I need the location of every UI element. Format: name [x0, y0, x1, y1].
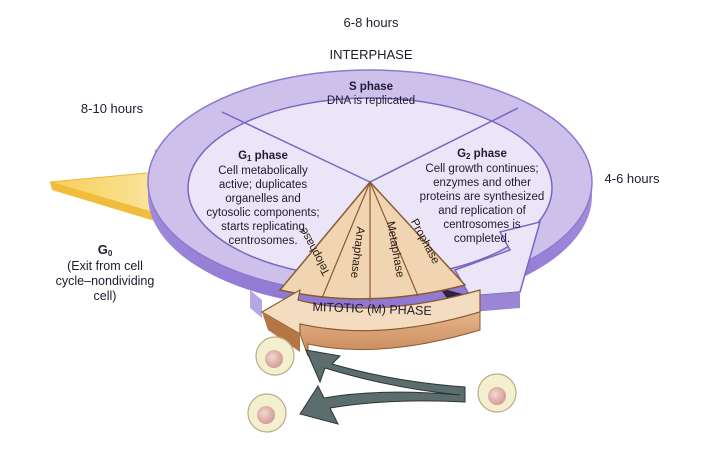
g2-line: Cell growth continues;: [425, 163, 538, 175]
g0-title: G0: [98, 242, 113, 258]
g1-line: starts replicating: [221, 221, 305, 233]
s-phase-line: DNA is replicated: [327, 95, 415, 107]
g2-line: enzymes and other: [433, 177, 531, 189]
g1-line: centrosomes.: [228, 235, 297, 247]
s-g2-divider: [369, 107, 519, 183]
g2-line: proteins are synthesized: [420, 191, 545, 203]
mitotic-wedge: [278, 180, 467, 302]
g1-line: active; duplicates: [219, 179, 307, 191]
s-phase-duration: 6-8 hours: [344, 15, 399, 30]
g1-phase-title: G1 phase: [238, 150, 288, 163]
g2-line: and replication of: [438, 205, 526, 217]
cycle-tail: [250, 290, 262, 318]
g0-line: (Exit from cell: [67, 259, 143, 273]
g1-phase-description: Cell metabolically active; duplicates or…: [206, 165, 319, 247]
g2-phase-description: Cell growth continues; enzymes and other…: [420, 163, 545, 245]
daughter-cell-2: [247, 393, 287, 433]
g1-line: cytosolic components;: [206, 207, 319, 219]
split-arrow: [299, 349, 466, 425]
daughter-cell-1: [255, 336, 295, 376]
interphase-label: INTERPHASE: [329, 47, 412, 62]
cell-division-illustration: [247, 336, 517, 433]
s-phase-title: S phase: [349, 81, 393, 93]
g2-phase-duration: 4-6 hours: [605, 171, 660, 186]
g2-line: completed.: [454, 233, 510, 245]
g2-phase-title: G2 phase: [457, 148, 507, 161]
mitotic-phase-label: MITOTIC (M) PHASE: [312, 300, 432, 318]
parent-cell: [477, 373, 517, 413]
g2-line: centrosomes is: [443, 219, 521, 231]
g0-line: cell): [94, 289, 117, 303]
g1-s-divider: [221, 111, 371, 183]
g1-phase-duration: 8-10 hours: [81, 101, 144, 116]
g0-line: cycle–nondividing: [56, 274, 155, 288]
g1-line: organelles and: [225, 193, 300, 205]
mitotic-phase-band: [260, 288, 481, 357]
g1-line: Cell metabolically: [218, 165, 308, 177]
g0-description: (Exit from cell cycle–nondividing cell): [56, 259, 155, 303]
